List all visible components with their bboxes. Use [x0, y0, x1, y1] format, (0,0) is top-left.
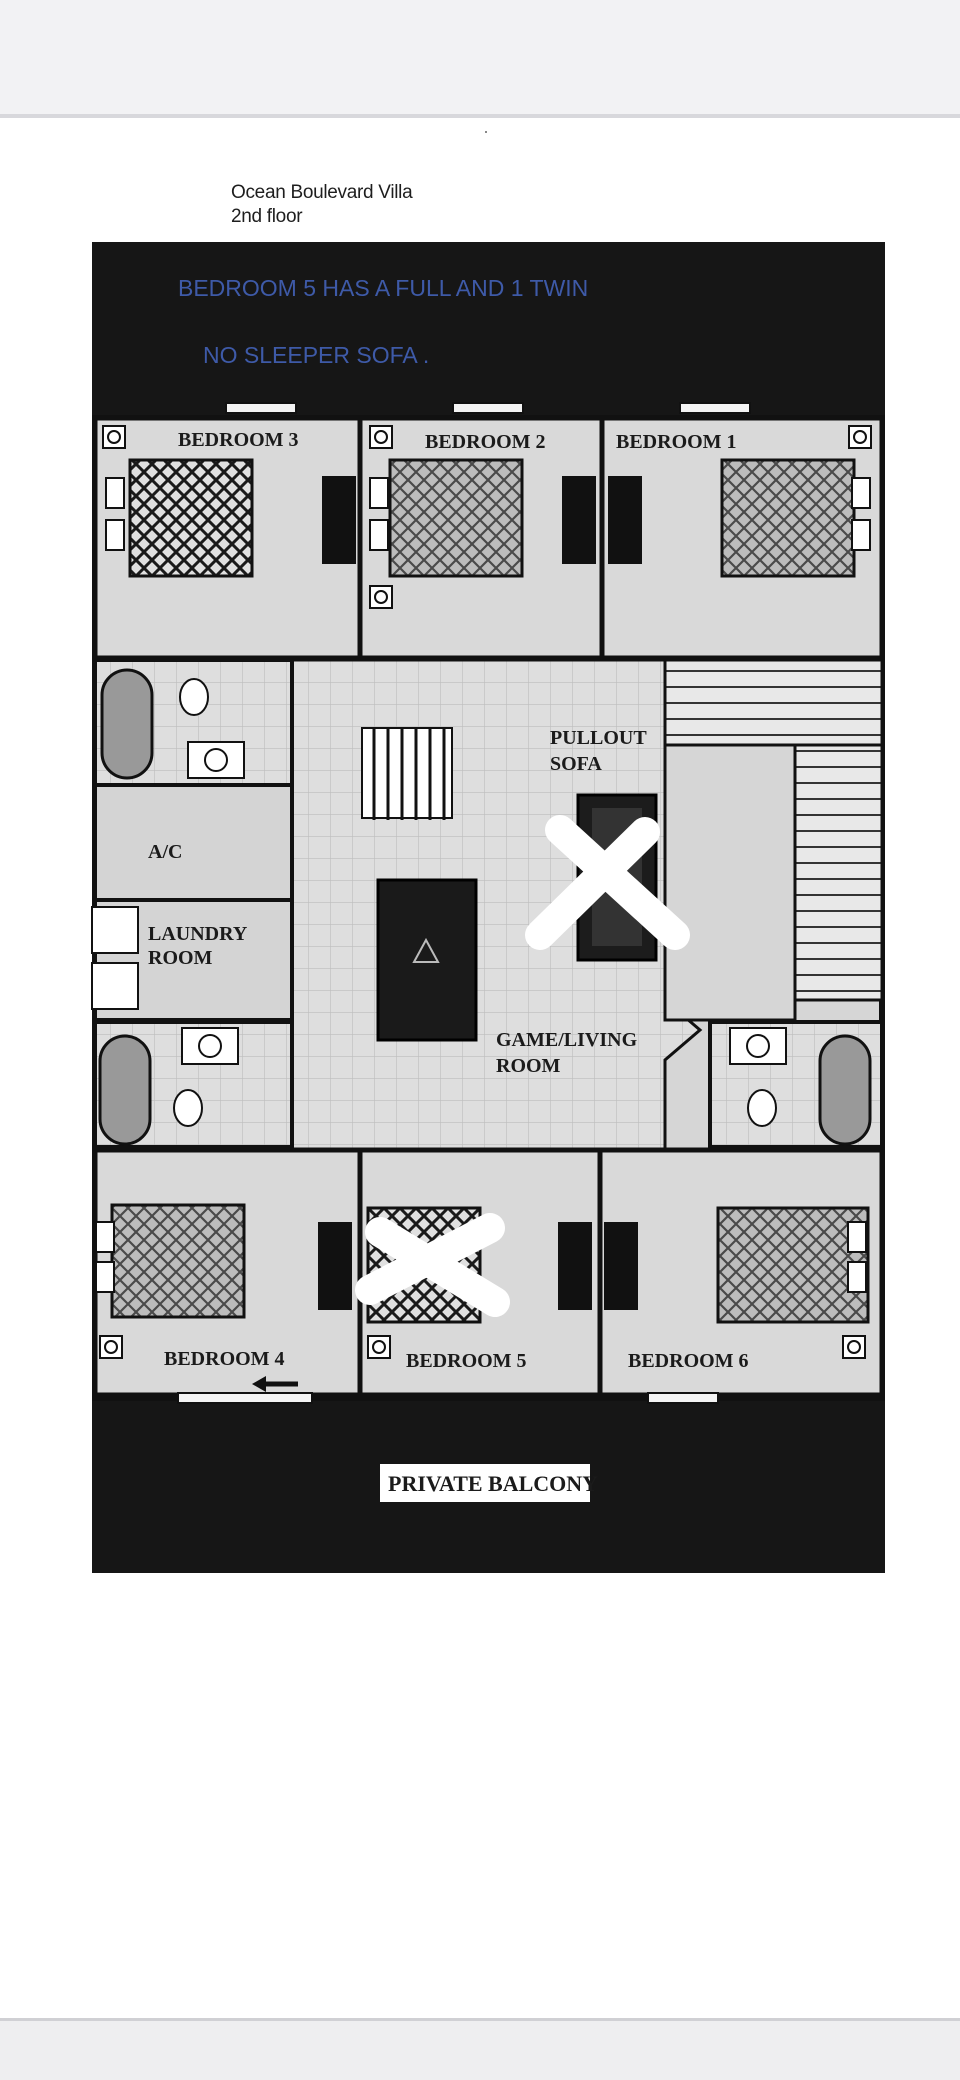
triangle-icon [412, 937, 440, 963]
pillow-icon [851, 519, 871, 551]
staircase [793, 743, 884, 1002]
arrow-left-icon [252, 1376, 298, 1392]
label-game-room: ROOM [496, 1055, 561, 1077]
staircase [663, 658, 884, 757]
window [225, 402, 297, 414]
label-game-living: GAME/LIVING [496, 1029, 638, 1051]
dot-marker [485, 131, 487, 133]
foosball-rods [372, 728, 446, 820]
pillow-icon [369, 519, 389, 551]
toilet-icon [179, 678, 209, 716]
dresser-icon [562, 476, 596, 564]
label-pullout: PULLOUT [550, 727, 647, 749]
dresser-icon [318, 1222, 352, 1310]
balcony-label-box [380, 1464, 590, 1502]
label-laundry-room: ROOM [148, 947, 213, 969]
label-bedroom4: BEDROOM 4 [164, 1348, 285, 1370]
note-bedroom5: BEDROOM 5 HAS A FULL AND 1 TWIN [178, 275, 588, 301]
dresser-icon [558, 1222, 592, 1310]
cross-out-mark [355, 1213, 510, 1317]
toilet-icon [747, 1089, 777, 1127]
dryer-icon [91, 962, 139, 1010]
pillow-icon [851, 477, 871, 509]
washer-icon [91, 906, 139, 954]
sink-icon [187, 741, 245, 779]
bed-icon [128, 458, 254, 578]
pillow-icon [105, 477, 125, 509]
dresser-icon [608, 476, 642, 564]
cross-out-mark [525, 815, 690, 950]
pillow-icon [369, 477, 389, 509]
sink-icon [181, 1027, 239, 1065]
bottom-bar [0, 2018, 960, 2080]
dresser-icon [604, 1222, 638, 1310]
sliding-door [177, 1392, 313, 1404]
label-private-balcony: PRIVATE BALCONY [388, 1471, 598, 1496]
pillow-icon [847, 1261, 867, 1293]
sink-icon [729, 1027, 787, 1065]
bed-icon [388, 458, 524, 578]
label-bedroom5: BEDROOM 5 [406, 1350, 527, 1372]
label-sofa: SOFA [550, 753, 602, 775]
floor-plan-caption: Ocean Boulevard Villa 2nd floor [231, 181, 413, 229]
toilet-icon [173, 1089, 203, 1127]
label-ac: A/C [148, 841, 182, 863]
pillow-icon [847, 1221, 867, 1253]
window [452, 402, 524, 414]
window [647, 1392, 719, 1404]
dresser-icon [322, 476, 356, 564]
label-bedroom2: BEDROOM 2 [425, 431, 546, 453]
pillow-icon [95, 1261, 115, 1293]
pillow-icon [105, 519, 125, 551]
stair-landing [663, 743, 797, 1022]
label-bedroom6: BEDROOM 6 [628, 1350, 749, 1372]
pool-table-icon [376, 878, 478, 1042]
bed-icon [720, 458, 856, 578]
bathtub-icon [818, 1034, 872, 1146]
window [679, 402, 751, 414]
pillow-icon [95, 1221, 115, 1253]
bed-icon [716, 1206, 870, 1324]
label-bedroom3: BEDROOM 3 [178, 429, 299, 451]
plan-subtitle: 2nd floor [231, 206, 303, 227]
plan-title: Ocean Boulevard Villa [231, 182, 413, 203]
bathtub-icon [98, 1034, 152, 1146]
foosball-table-icon [361, 727, 453, 819]
label-bedroom1: BEDROOM 1 [616, 431, 737, 453]
note-no-sleeper: NO SLEEPER SOFA . [203, 342, 429, 368]
bed-icon [110, 1203, 246, 1319]
top-bar [0, 0, 960, 118]
ac-room [93, 783, 294, 902]
label-laundry: LAUNDRY [148, 923, 248, 945]
bathtub-icon [100, 668, 154, 780]
